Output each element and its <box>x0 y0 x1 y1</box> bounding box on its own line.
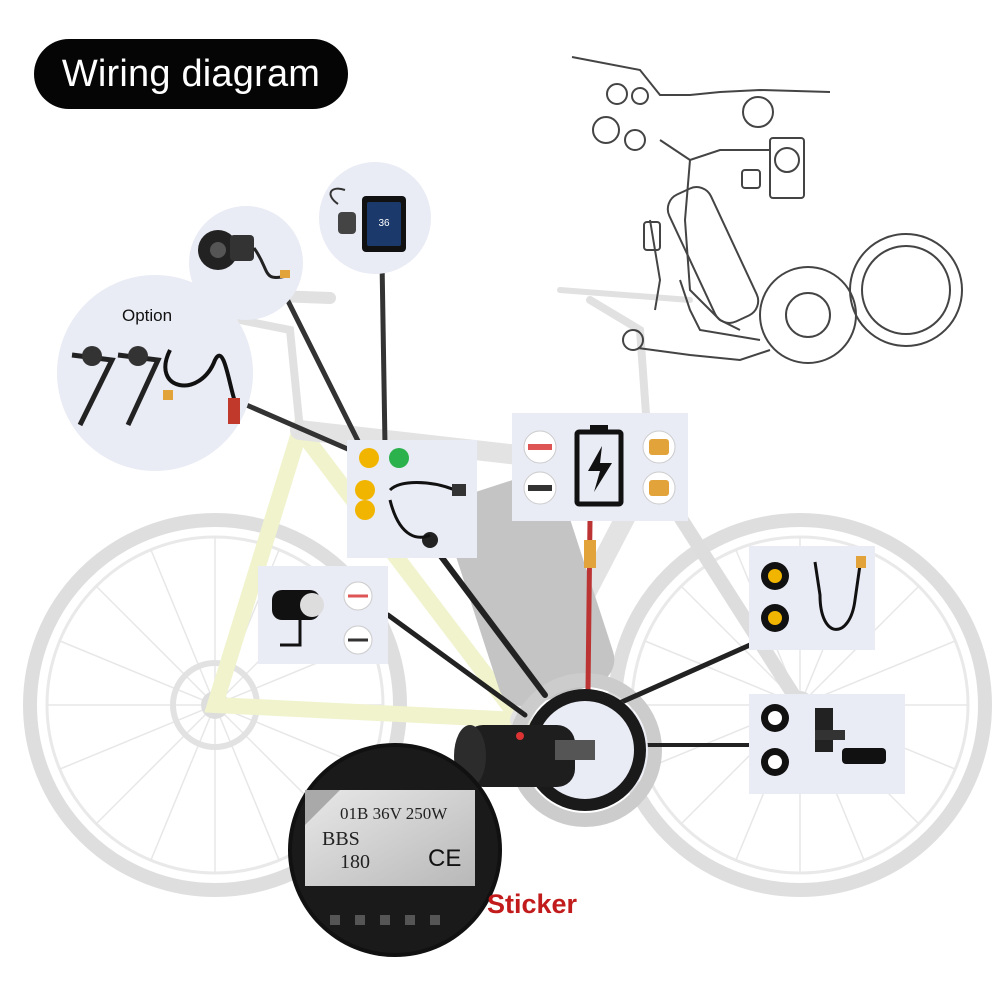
sticker-spec-text: 01B 36V 250W <box>340 804 448 823</box>
yellow-connector-icon <box>359 448 379 468</box>
throttle-bubble <box>189 206 303 320</box>
mid-drive-motor <box>454 689 648 811</box>
sticker-serial-text: 180 <box>340 851 370 873</box>
headlight-panel <box>258 566 388 664</box>
headlight-icon <box>272 590 324 647</box>
sticker-label: Sticker <box>487 889 578 919</box>
black-connector-icon <box>422 532 438 548</box>
battery-connector-panel <box>512 413 688 521</box>
svg-text:36: 36 <box>378 218 390 229</box>
battery-charge-icon <box>574 425 624 507</box>
speed-sensor-panel <box>749 546 875 650</box>
page-title: Wiring diagram <box>34 39 348 109</box>
gear-sensor-panel <box>749 694 905 794</box>
sticker-magnifier <box>288 743 502 957</box>
wiring-harness <box>232 257 753 747</box>
yellow-connector-icon <box>355 500 375 520</box>
green-connector-icon <box>389 448 409 468</box>
connector-hub-panel <box>347 440 477 558</box>
bike-battery <box>445 473 615 707</box>
ce-mark-icon: CE <box>428 845 462 872</box>
display-bubble: 36 <box>319 162 431 274</box>
option-label: Option <box>122 306 173 325</box>
brake-option-bubble <box>57 275 253 471</box>
yellow-connector-icon <box>355 480 375 500</box>
sticker-model-text: BBS <box>322 828 360 850</box>
reference-line-drawing <box>571 56 963 364</box>
